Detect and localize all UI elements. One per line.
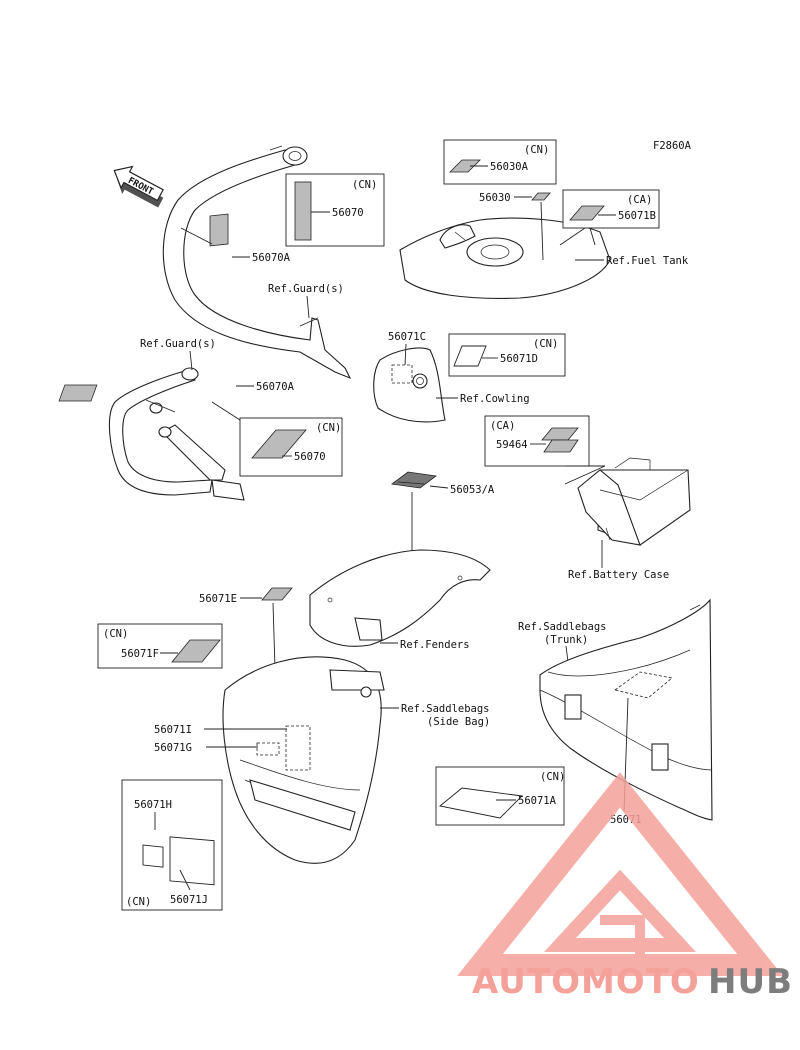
tag-cn-fuel: (CN) xyxy=(524,144,549,156)
decal-56070A-top xyxy=(209,213,229,247)
lower-guard-drawing xyxy=(108,367,245,501)
label-56071H: 56071H xyxy=(134,799,172,811)
ref-saddlebags-side: Ref.Saddlebags xyxy=(401,703,490,715)
label-56071D: 56071D xyxy=(500,353,538,365)
ref-cowling: Ref.Cowling xyxy=(460,393,530,405)
fender-drawing xyxy=(309,549,491,647)
diagram-code: F2860A xyxy=(653,140,692,152)
label-56030A: 56030A xyxy=(490,161,529,173)
ref-guard-upper: Ref.Guard(s) xyxy=(268,283,344,295)
tag-cn-guard: (CN) xyxy=(316,422,341,434)
label-56071C: 56071C xyxy=(388,331,426,343)
fuel-tank-drawing xyxy=(399,217,611,299)
tag-cn-top: (CN) xyxy=(352,179,377,191)
upper-guard-drawing xyxy=(162,145,352,380)
label-56071J: 56071J xyxy=(170,894,208,906)
label-56070A-top: 56070A xyxy=(252,252,291,264)
label-56071E: 56071E xyxy=(199,593,237,605)
watermark-text-hub: HUB xyxy=(708,962,793,1002)
decal-56071E xyxy=(261,587,293,601)
label-56071A: 56071A xyxy=(518,795,557,807)
side-bag-drawing xyxy=(222,656,385,864)
ref-saddlebags-trunk: Ref.Saddlebags xyxy=(518,621,607,633)
trunk-drawing xyxy=(539,598,713,821)
ref-guard-lower: Ref.Guard(s) xyxy=(140,338,216,350)
label-56071I: 56071I xyxy=(154,724,192,736)
label-56070-cn-lower: 56070 xyxy=(294,451,326,463)
label-56071B: 56071B xyxy=(618,210,656,222)
ref-saddlebags-trunk-2: (Trunk) xyxy=(544,634,588,646)
watermark-text-automoto: AUTOMOTO xyxy=(472,962,700,1002)
tag-ca-batt: (CA) xyxy=(490,420,515,432)
ref-fenders: Ref.Fenders xyxy=(400,639,470,651)
tag-ca-fuel: (CA) xyxy=(627,194,652,206)
tag-cn-56071H: (CN) xyxy=(126,896,151,908)
decal-56070A-lower xyxy=(58,384,98,402)
label-56071G: 56071G xyxy=(154,742,192,754)
label-56053: 56053/A xyxy=(450,484,495,496)
ref-fuel-tank: Ref.Fuel Tank xyxy=(606,255,689,267)
label-56070A-lower: 56070A xyxy=(256,381,295,393)
ref-battery-case: Ref.Battery Case xyxy=(568,569,669,581)
watermark-logo xyxy=(457,772,783,976)
label-56070-cn-top: 56070 xyxy=(332,207,364,219)
front-arrow-icon: FRONT xyxy=(113,165,164,208)
tag-cn-56071F: (CN) xyxy=(103,628,128,640)
ref-saddlebags-side-2: (Side Bag) xyxy=(427,716,490,728)
decal-56053 xyxy=(390,471,438,489)
battery-case-drawing xyxy=(577,457,691,546)
tag-cn-56071A: (CN) xyxy=(540,771,565,783)
label-59464: 59464 xyxy=(496,439,528,451)
label-56071F: 56071F xyxy=(121,648,159,660)
cowling-drawing xyxy=(373,347,446,423)
label-56030: 56030 xyxy=(479,192,511,204)
tag-cn-cowl: (CN) xyxy=(533,338,558,350)
